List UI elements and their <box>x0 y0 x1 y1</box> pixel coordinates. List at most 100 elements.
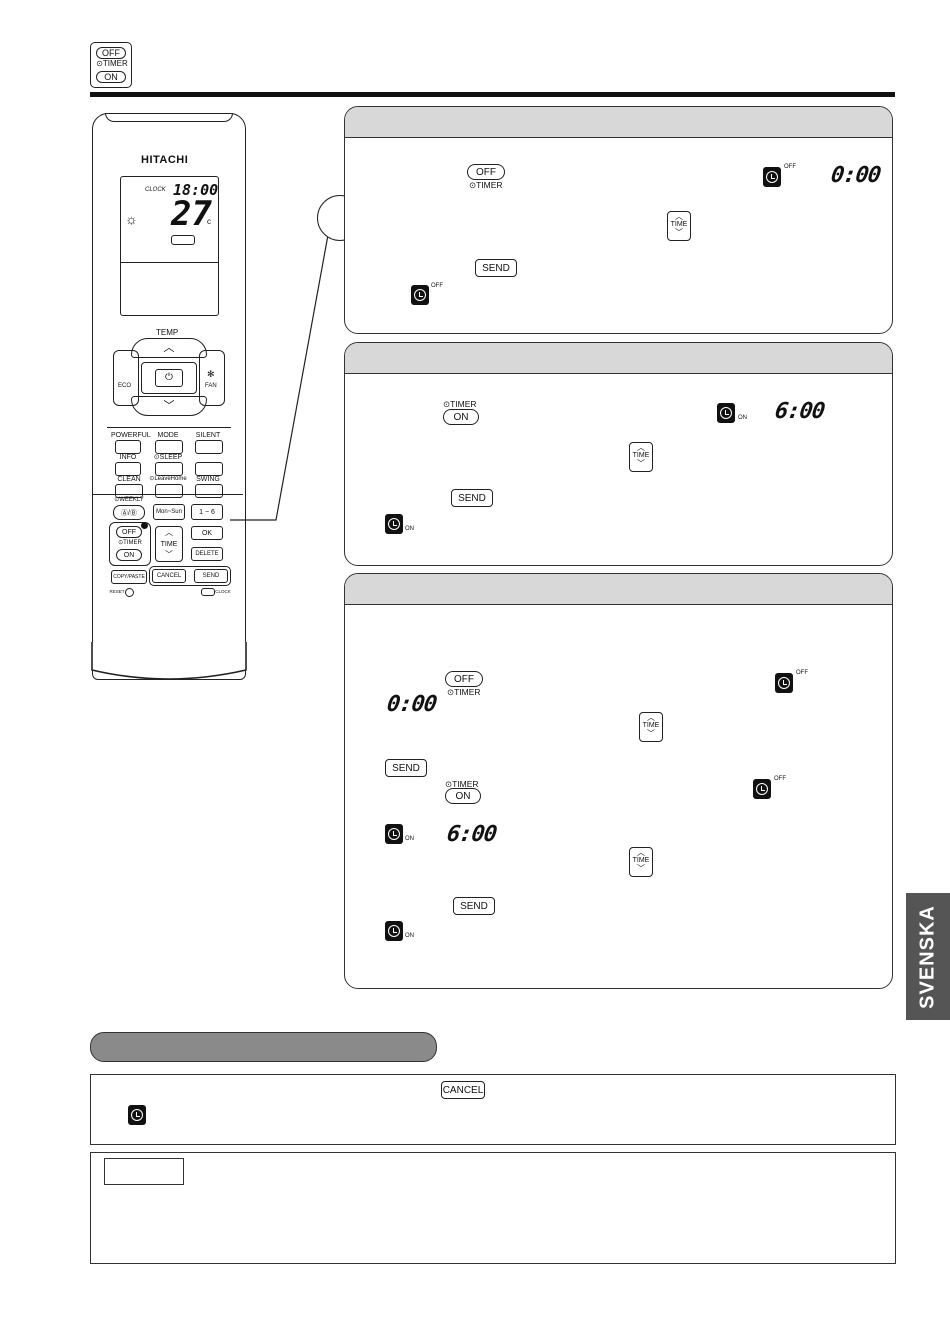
remote-brand: HITACHI <box>141 154 189 166</box>
p1-send-button[interactable]: SEND <box>475 259 517 277</box>
silent-label: SILENT <box>195 432 221 439</box>
mode-button[interactable] <box>155 440 183 454</box>
grid-divider-top <box>107 427 231 428</box>
clock-button[interactable] <box>201 588 215 596</box>
p3-clock-off-sup-2: OFF <box>774 776 786 782</box>
p2-time-button[interactable]: ︿TIME﹀ <box>629 442 653 472</box>
swing-vertical-button[interactable] <box>195 462 223 476</box>
sun-icon: ☼ <box>125 211 138 227</box>
powerful-button[interactable] <box>115 440 141 454</box>
cancel-button[interactable]: CANCEL <box>441 1081 485 1099</box>
cancel-section-heading <box>90 1032 437 1062</box>
sleep-button[interactable] <box>155 462 183 476</box>
timer-off-button[interactable]: OFF <box>116 526 142 538</box>
cancel-clock-icon <box>128 1105 146 1125</box>
note-box <box>90 1152 896 1264</box>
mon-sun-button[interactable]: Mon~Sun <box>153 504 185 520</box>
eco-label: ECO <box>118 383 132 389</box>
remote-time-button[interactable]: ︿ TIME ﹀ <box>155 526 183 562</box>
p2-on-button[interactable]: ON <box>443 409 479 425</box>
lcd-clock-time: 18:00 <box>173 181 219 199</box>
p3-display-on: 6:00 <box>445 822 498 847</box>
p2-clock-on-sup-2: ON <box>405 526 414 532</box>
weekly-label: ⊙WEEKLY <box>114 497 144 503</box>
p3-display-off: 0:00 <box>385 692 438 717</box>
p3-send-button-2[interactable]: SEND <box>453 897 495 915</box>
lcd-divider <box>121 262 218 263</box>
leavehome-button[interactable] <box>155 484 183 498</box>
ab-button[interactable]: Ⓐ/Ⓑ <box>113 505 145 520</box>
timer-label-remote: ⊙TIMER <box>118 540 142 546</box>
p3-time-button-2[interactable]: ︿TIME﹀ <box>629 847 653 877</box>
p3-timer-caption-2: ⊙TIMER <box>445 779 479 789</box>
lcd-temp-unit: c <box>207 217 211 226</box>
p3-clock-on-icon <box>385 824 403 844</box>
clock-label-remote: CLOCK <box>215 589 231 594</box>
remote-cancel-button[interactable]: CANCEL <box>152 569 186 583</box>
temp-up-button[interactable]: ︿ <box>131 338 207 358</box>
language-tab: SVENSKA <box>906 893 950 1020</box>
remote-top-edge <box>105 113 233 122</box>
sleep-label: ⊙SLEEP <box>153 454 183 461</box>
one-six-button[interactable]: 1 ~ 6 <box>191 504 223 520</box>
copy-paste-button[interactable]: COPY/PASTE <box>111 570 147 584</box>
lcd-screen: CLOCK 18:00 ☼ 27 c <box>120 176 219 316</box>
p3-clock-off-sup: OFF <box>796 670 808 676</box>
p1-timer-caption: ⊙TIMER <box>469 180 503 190</box>
header-rule <box>90 92 895 97</box>
lcd-temp: 27 <box>171 194 212 234</box>
p1-clock-off-sup: OFF <box>784 164 796 170</box>
p1-time-label: TIME <box>670 221 688 228</box>
off-label: OFF <box>96 47 126 59</box>
leavehome-label: ⊙LeaveHome <box>149 476 187 482</box>
ok-button[interactable]: OK <box>191 526 223 540</box>
p1-clock-off-icon <box>763 167 781 187</box>
lcd-unit-icon <box>171 235 195 245</box>
p3-time-button-1[interactable]: ︿TIME﹀ <box>639 712 663 742</box>
remote-time-label: TIME <box>160 541 178 548</box>
p2-send-button[interactable]: SEND <box>451 489 493 507</box>
p3-send-button-1[interactable]: SEND <box>385 759 427 777</box>
grid-divider-mid <box>93 494 243 495</box>
info-button[interactable] <box>115 462 141 476</box>
eco-button[interactable]: ECO <box>113 350 139 406</box>
p3-clock-off-icon <box>775 673 793 693</box>
p3-time-label-1: TIME <box>642 722 660 729</box>
p2-timer-caption: ⊙TIMER <box>443 399 477 409</box>
remote-send-button[interactable]: SEND <box>194 569 228 583</box>
p3-off-button[interactable]: OFF <box>445 671 483 687</box>
fan-button[interactable]: ✻ FAN <box>199 350 225 406</box>
p1-clock-off-sup-2: OFF <box>431 283 443 289</box>
p3-clock-on-sup: ON <box>405 836 414 842</box>
silent-button[interactable] <box>195 440 223 454</box>
delete-button[interactable]: DELETE <box>191 547 223 561</box>
p1-off-button[interactable]: OFF <box>467 164 505 180</box>
p2-clock-on-sup: ON <box>738 415 747 421</box>
timer-header-icon: OFF ⊙TIMER ON <box>90 42 132 88</box>
timer-label: ⊙TIMER <box>96 59 128 68</box>
temp-down-button[interactable]: ﹀ <box>131 396 207 416</box>
language-tab-label: SVENSKA <box>916 904 939 1009</box>
panel-off-timer-header <box>345 107 892 138</box>
cancel-send-group: CANCEL SEND <box>149 566 231 586</box>
clean-label: CLEAN <box>117 476 141 483</box>
mode-label: MODE <box>157 432 179 439</box>
panel-off-timer: OFF ⊙TIMER OFF 0:00 ︿TIME﹀ SEND OFF <box>344 106 893 334</box>
clean-button[interactable] <box>115 484 143 498</box>
p1-clock-off-icon-2 <box>411 285 429 305</box>
p3-clock-on-icon-2 <box>385 921 403 941</box>
indicator-dot <box>141 522 148 529</box>
timer-on-button[interactable]: ON <box>116 549 142 561</box>
swing-label: SWING <box>196 476 220 483</box>
swing-button[interactable] <box>195 484 223 498</box>
reset-button[interactable] <box>125 588 134 597</box>
temp-label: TEMP <box>156 328 179 337</box>
info-label: INFO <box>119 454 137 461</box>
p2-clock-on-icon <box>717 403 735 423</box>
power-button[interactable]: ⏻ <box>141 362 197 394</box>
panel-on-timer: ⊙TIMER ON ON 6:00 ︿TIME﹀ SEND ON <box>344 342 893 566</box>
remote-bottom-curve <box>91 642 247 680</box>
p3-on-button[interactable]: ON <box>445 788 481 804</box>
p1-time-button[interactable]: ︿TIME﹀ <box>667 211 691 241</box>
lcd-clock-label: CLOCK <box>145 187 166 193</box>
